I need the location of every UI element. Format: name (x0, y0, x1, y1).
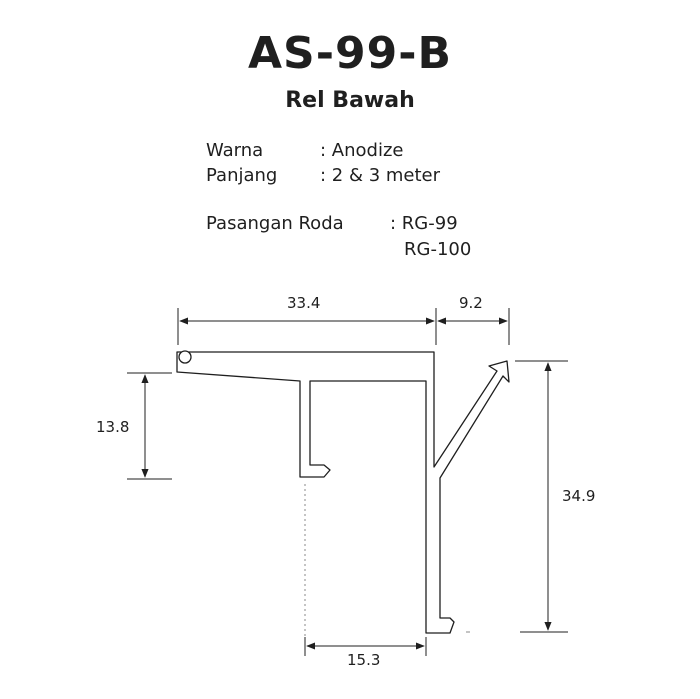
wheel-label: Pasangan Roda (206, 213, 344, 234)
rail-profile (176, 351, 510, 634)
wheel-value-2: RG-100 (404, 239, 472, 260)
dim-total-height: 34.9 (562, 487, 596, 505)
color-label: Warna (206, 140, 264, 161)
length-label: Panjang (206, 165, 278, 186)
dim-inner-depth: 13.8 (96, 418, 130, 436)
color-value: : Anodize (320, 140, 404, 161)
length-value: : 2 & 3 meter (320, 165, 441, 186)
top-lip (178, 350, 192, 364)
wheel-value-1: : RG-99 (390, 213, 458, 234)
dim-right-offset: 9.2 (459, 294, 483, 312)
dim-top-width: 33.4 (287, 294, 321, 312)
product-name: Rel Bawah (285, 88, 415, 113)
product-code: AS-99-B (247, 28, 453, 79)
dim-bottom-width: 15.3 (347, 651, 381, 669)
